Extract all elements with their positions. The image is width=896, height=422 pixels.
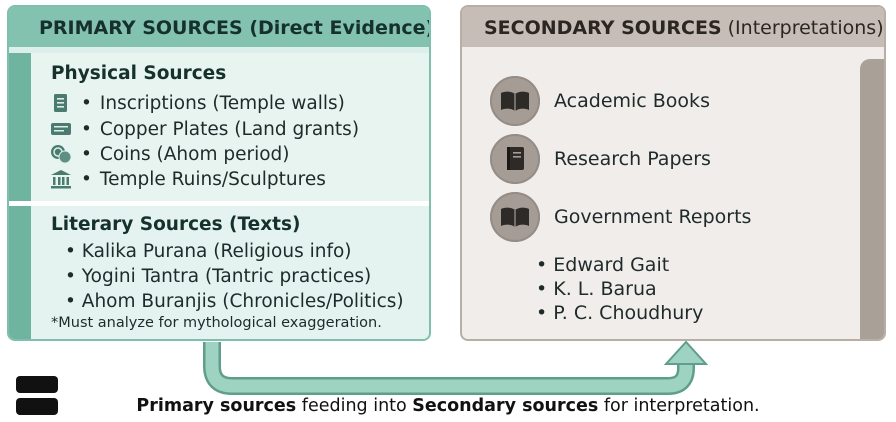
resource-item: Academic Books [490, 75, 710, 127]
secondary-sources-panel: SECONDARY SOURCES (Interpretations) Acad… [460, 5, 886, 341]
coins-icon [49, 143, 73, 165]
literary-sources-title: Literary Sources (Texts) [51, 214, 301, 235]
list-item: • Copper Plates (Land grants) [49, 117, 359, 141]
closed-book-icon [490, 134, 540, 184]
resource-label: Government Reports [554, 206, 752, 228]
list-item: • Temple Ruins/Sculptures [49, 167, 326, 191]
list-item: • K. L. Barua [536, 278, 657, 300]
list-item: • P. C. Choudhury [536, 302, 704, 324]
literary-item-label: Kalika Purana (Religious info) [81, 241, 352, 262]
primary-sources-panel: PRIMARY SOURCES (Direct Evidence) Physic… [7, 5, 431, 341]
list-item: • Coins (Ahom period) [49, 142, 290, 166]
literary-sources-section [31, 206, 429, 339]
literary-item-label: Ahom Buranjis (Chronicles/Politics) [81, 291, 404, 312]
physical-item-label: Temple Ruins/Sculptures [99, 168, 326, 190]
temple-icon [49, 168, 73, 190]
list-item: • Kalika Purana (Religious info) [65, 241, 352, 262]
author-name: P. C. Choudhury [553, 302, 704, 324]
author-name: Edward Gait [553, 254, 670, 276]
resource-item: Government Reports [490, 191, 751, 243]
physical-item-label: Inscriptions (Temple walls) [99, 92, 345, 114]
secondary-accent-bar [860, 59, 884, 339]
literary-item-label: Yogini Tantra (Tantric practices) [81, 266, 372, 287]
list-item: • Edward Gait [536, 254, 670, 276]
list-item: • Inscriptions (Temple walls) [49, 91, 345, 115]
secondary-header: SECONDARY SOURCES (Interpretations) [462, 7, 884, 47]
section-divider [9, 201, 429, 206]
menu-icon [16, 376, 58, 416]
physical-item-label: Copper Plates (Land grants) [99, 118, 360, 140]
physical-sources-section [31, 53, 429, 201]
resource-item: Research Papers [490, 133, 711, 185]
secondary-header-bold: SECONDARY SOURCES [484, 17, 722, 39]
primary-accent-bar [9, 53, 31, 339]
copper-plate-icon [49, 118, 73, 140]
inscription-icon [49, 92, 73, 114]
diagram-caption: Primary sources feeding into Secondary s… [136, 396, 760, 416]
physical-sources-title: Physical Sources [51, 63, 227, 84]
resource-label: Research Papers [554, 148, 711, 170]
list-item: • Yogini Tantra (Tantric practices) [65, 266, 372, 287]
primary-header: PRIMARY SOURCES (Direct Evidence) [9, 7, 429, 47]
physical-item-label: Coins (Ahom period) [99, 143, 290, 165]
resource-label: Academic Books [554, 90, 710, 112]
list-item: • Ahom Buranjis (Chronicles/Politics) [65, 291, 404, 312]
open-book-icon [490, 192, 540, 242]
open-book-icon [490, 76, 540, 126]
analysis-note: *Must analyze for mythological exaggerat… [51, 315, 382, 331]
secondary-header-rest: (Interpretations) [721, 17, 884, 39]
author-name: K. L. Barua [553, 278, 657, 300]
